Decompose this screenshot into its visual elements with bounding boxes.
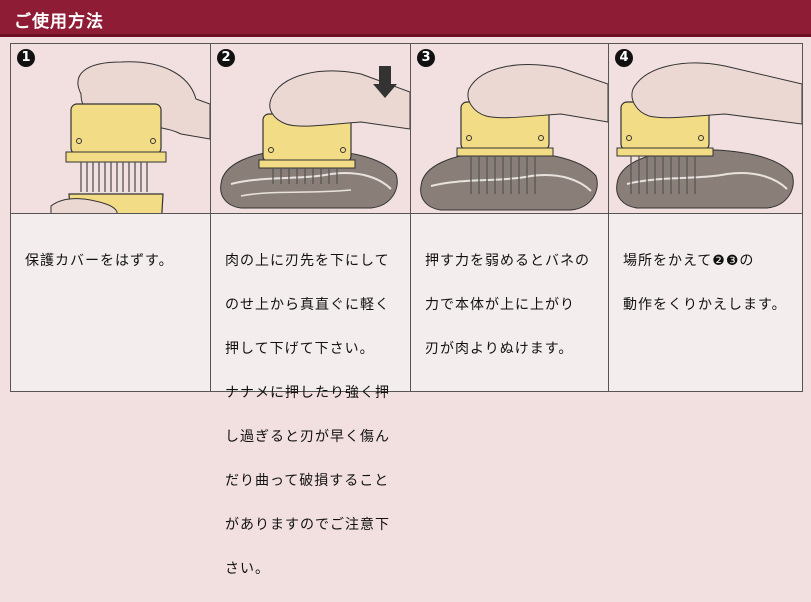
- down-arrow-icon: [373, 66, 397, 98]
- step-1-illustration: 1: [11, 44, 210, 214]
- step-3-description: 押す力を弱めるとバネの 力で本体が上に上がり 刃が肉よりぬけます。: [425, 228, 600, 382]
- step-2-illustration: 2: [211, 44, 410, 214]
- step-1-line-1: 保護カバーをはずす。: [25, 253, 174, 269]
- step-4-line-1: 場所をかえて❷❸の: [623, 253, 755, 269]
- step-4-line-2: 動作をくりかえします。: [623, 297, 787, 313]
- step-1: 1 保護カバーをはずす。: [11, 44, 210, 391]
- step-2-line-4: ナナメに押したり強く押: [225, 385, 390, 401]
- press-down-illustration: [211, 44, 410, 213]
- release-spring-illustration: [411, 44, 608, 213]
- step-2-line-7: がありますのでご注意下: [225, 517, 390, 533]
- step-2-number-badge: 2: [217, 49, 235, 67]
- step-2: 2 肉の上に刃先を下にして のせ上から真直ぐに軽く 押して下げて下さい。 ナナメ…: [210, 44, 410, 577]
- step-3-line-3: 刃が肉よりぬけます。: [425, 341, 574, 357]
- step-2-line-5: し過ぎると刃が早く傷ん: [225, 429, 390, 445]
- repeat-action-illustration: [609, 44, 802, 213]
- page-title: ご使用方法: [14, 12, 104, 32]
- step-4-number-badge: 4: [615, 49, 633, 67]
- step-3: 3 押す力を弱めるとバネの 力で本体が上に上がり 刃が肉よりぬけます。: [410, 44, 608, 391]
- step-4: 4 場所をかえて❷❸の 動作をくりかえします。: [608, 44, 802, 391]
- step-3-line-1: 押す力を弱めるとバネの: [425, 253, 590, 269]
- steps-table: 1 保護カバーをはずす。: [10, 43, 803, 577]
- step-3-line-2: 力で本体が上に上がり: [425, 297, 575, 313]
- step-4-illustration: 4: [609, 44, 802, 214]
- step-2-description: 肉の上に刃先を下にして のせ上から真直ぐに軽く 押して下げて下さい。 ナナメに押…: [225, 228, 402, 602]
- page: ご使用方法: [0, 0, 811, 577]
- step-2-line-2: のせ上から真直ぐに軽く: [225, 297, 390, 313]
- step-2-line-8: さい。: [225, 561, 270, 577]
- step-2-line-3: 押して下げて下さい。: [225, 341, 375, 357]
- step-3-illustration: 3: [411, 44, 608, 214]
- hand-removing-cover-illustration: [11, 44, 210, 213]
- step-4-description: 場所をかえて❷❸の 動作をくりかえします。: [623, 228, 794, 338]
- step-1-number-badge: 1: [17, 49, 35, 67]
- header-bar: ご使用方法: [0, 0, 811, 37]
- step-2-line-1: 肉の上に刃先を下にして: [225, 253, 390, 269]
- step-1-description: 保護カバーをはずす。: [25, 228, 202, 294]
- step-2-line-6: だり曲って破損すること: [225, 473, 390, 489]
- step-3-number-badge: 3: [417, 49, 435, 67]
